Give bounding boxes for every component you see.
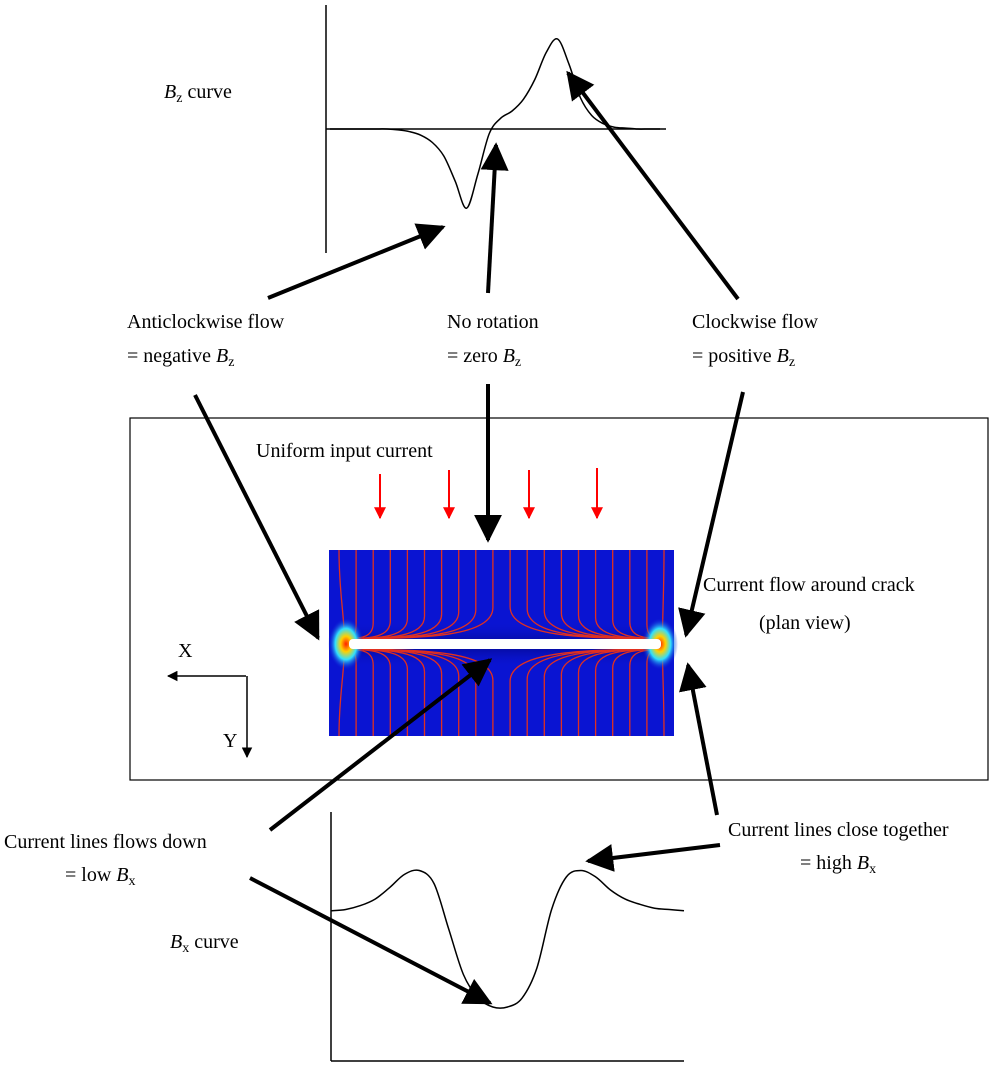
close-together-line2: = high Bx — [800, 852, 876, 877]
anticlockwise-to-bz-arrow — [267, 223, 446, 300]
plan-view-frame — [129, 417, 989, 781]
bx-curve-line — [330, 869, 685, 1009]
current-flow-crack-line1: Current flow around crack — [703, 574, 915, 596]
clockwise-annotation: Clockwise flow = positive Bz — [692, 311, 819, 370]
close-together-to-plot-arrow — [679, 662, 719, 816]
flows-down-annotation: Current lines flows down = low Bx — [4, 831, 207, 889]
clockwise-to-plot-arrow — [678, 391, 745, 638]
crack — [349, 639, 661, 649]
flows-down-to-plot-arrow — [268, 658, 493, 832]
bx-curve-chart: Bx curve — [170, 812, 685, 1062]
current-field-plot — [328, 549, 678, 737]
clockwise-line2: = positive Bz — [692, 345, 795, 370]
input-current-arrows — [374, 468, 603, 520]
no-rotation-line1: No rotation — [447, 311, 539, 333]
bz-curve-chart: Bz curve — [164, 5, 666, 253]
connector-arrows — [193, 70, 745, 1005]
current-flow-crack-line2: (plan view) — [759, 612, 851, 634]
flows-down-line1: Current lines flows down — [4, 831, 207, 853]
y-axis-label: Y — [223, 730, 237, 752]
coordinate-axes: X Y — [166, 640, 253, 759]
no-rotation-annotation: No rotation = zero Bz — [447, 311, 539, 370]
no-rotation-line2: = zero Bz — [447, 345, 521, 370]
anticlockwise-line2: = negative Bz — [127, 345, 234, 370]
bx-curve-label: Bx curve — [170, 931, 239, 956]
anticlockwise-to-plot-arrow — [193, 394, 320, 641]
clockwise-line1: Clockwise flow — [692, 311, 819, 333]
clockwise-to-bz-arrow — [566, 70, 740, 301]
no-rotation-to-bz-arrow — [480, 142, 509, 294]
flows-down-line2: = low Bx — [65, 864, 136, 889]
anticlockwise-line1: Anticlockwise flow — [127, 311, 285, 333]
bz-curve-label: Bz curve — [164, 81, 232, 106]
close-together-to-bx-arrow — [585, 843, 721, 872]
uniform-current-label: Uniform input current — [256, 440, 433, 462]
flows-down-to-bx-arrow — [249, 876, 493, 1005]
close-together-line1: Current lines close together — [728, 819, 949, 841]
anticlockwise-annotation: Anticlockwise flow = negative Bz — [127, 311, 285, 370]
close-together-annotation: Current lines close together = high Bx — [728, 819, 949, 877]
x-axis-label: X — [178, 640, 193, 662]
left-crack-tip-hotspot — [328, 618, 364, 670]
